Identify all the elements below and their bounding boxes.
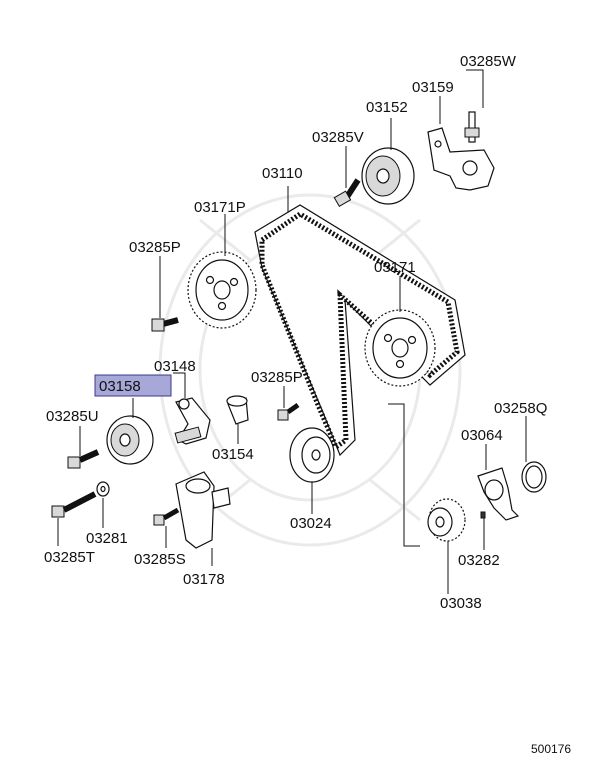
bolt-03285U[interactable] — [67, 449, 100, 469]
label-03110[interactable]: 03110 — [262, 165, 303, 182]
woodruff-key[interactable] — [480, 511, 486, 519]
bolt-03285P-top[interactable] — [151, 317, 179, 332]
label-03171[interactable]: 03171 — [374, 259, 416, 276]
bolt-03285V[interactable] — [333, 178, 361, 208]
bolt-03285S[interactable] — [153, 507, 180, 526]
leader-lines — [57, 69, 527, 594]
label-03152[interactable]: 03152 — [366, 99, 408, 116]
idler-pulley[interactable] — [361, 147, 415, 205]
label-03258Q[interactable]: 03258Q — [494, 400, 547, 417]
tensioner-bracket[interactable] — [427, 127, 495, 191]
label-03178[interactable]: 03178 — [183, 571, 225, 588]
label-03159[interactable]: 03159 — [412, 79, 454, 96]
bolt-03285W[interactable] — [464, 111, 480, 143]
ring-03258Q[interactable] — [521, 461, 547, 493]
label-03285P-top[interactable]: 03285P — [129, 239, 181, 256]
label-03064[interactable]: 03064 — [461, 427, 503, 444]
label-03285S[interactable]: 03285S — [134, 551, 186, 568]
timing-belt[interactable] — [254, 204, 466, 457]
highlight-box — [94, 374, 172, 397]
label-03154[interactable]: 03154 — [212, 446, 254, 463]
bolt-03285P-mid[interactable] — [277, 402, 300, 421]
label-03285P-mid[interactable]: 03285P — [251, 369, 303, 386]
pivot-pin[interactable] — [226, 395, 249, 425]
label-03158[interactable]: 03158 — [99, 378, 141, 395]
label-03285U[interactable]: 03285U — [46, 408, 99, 425]
tensioner-arm[interactable] — [174, 397, 211, 445]
label-03285T[interactable]: 03285T — [44, 549, 95, 566]
label-03281[interactable]: 03281 — [86, 530, 128, 547]
part-labels: 03285W 03159 03152 03285V 03110 03171P 0… — [44, 53, 571, 756]
bolt-03285T[interactable] — [51, 491, 97, 518]
label-03148[interactable]: 03148 — [154, 358, 196, 375]
crankshaft-sprocket[interactable] — [427, 498, 466, 542]
label-03038[interactable]: 03038 — [440, 595, 482, 612]
camshaft-sprocket-left[interactable] — [187, 251, 257, 329]
crank-flange[interactable] — [289, 427, 335, 483]
tensioner-pulley[interactable] — [106, 415, 154, 465]
washer-03281[interactable] — [96, 481, 110, 497]
label-03285V[interactable]: 03285V — [312, 129, 364, 146]
auto-tensioner[interactable] — [175, 471, 231, 549]
camshaft-sprocket-right[interactable] — [364, 309, 436, 387]
timing-plate[interactable] — [477, 467, 520, 521]
label-03171P[interactable]: 03171P — [194, 199, 246, 216]
diagram-reference-number: 500176 — [531, 742, 571, 756]
label-03285W[interactable]: 03285W — [460, 53, 517, 70]
label-03024[interactable]: 03024 — [290, 515, 332, 532]
label-03282[interactable]: 03282 — [458, 552, 500, 569]
